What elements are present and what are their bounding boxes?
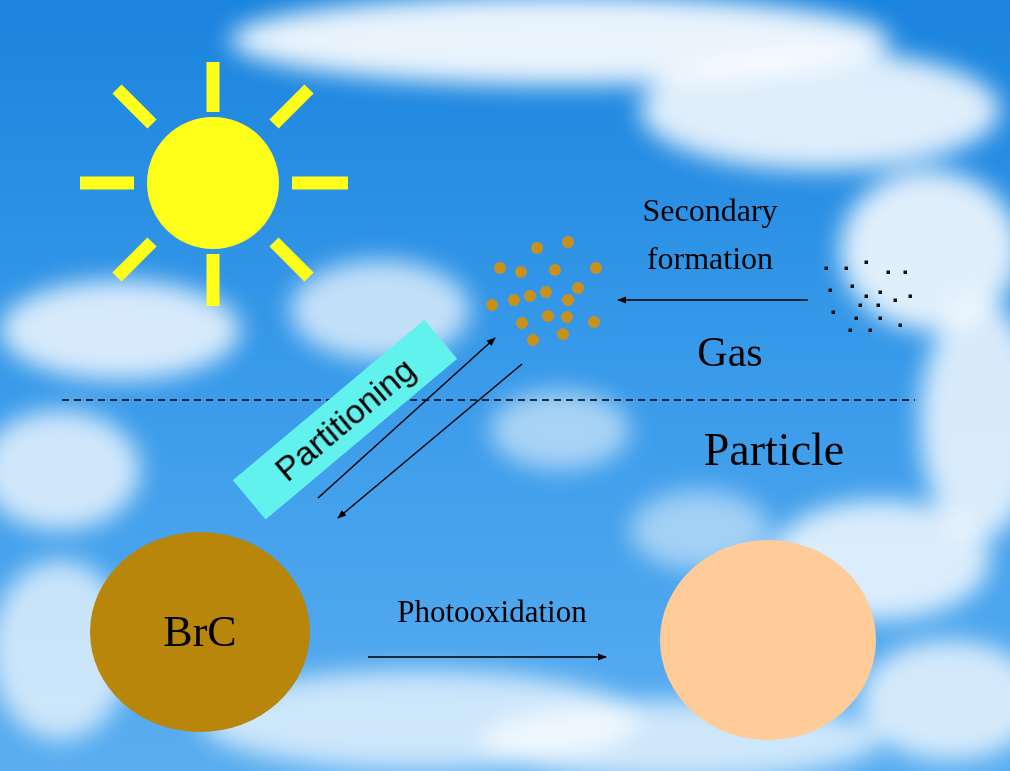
sun: [80, 62, 348, 306]
gas-particle-divider: [62, 399, 915, 401]
precursor-dot: [894, 299, 898, 303]
brc-gas-dot: [549, 264, 561, 276]
precursor-dot: [859, 304, 863, 308]
brc-gas-dot: [508, 294, 520, 306]
phase-label: Gas: [660, 328, 800, 376]
brc-gas-dot: [540, 286, 552, 298]
precursor-dot: [887, 271, 891, 275]
precursor-dot: [832, 311, 836, 315]
precursor-dot: [851, 285, 855, 289]
precursor-dot: [855, 317, 859, 321]
precursor-dot: [904, 271, 908, 275]
gas-precursor-dots: [825, 261, 913, 333]
precursor-dot: [877, 304, 881, 308]
brc-gas-dot: [588, 316, 600, 328]
precursor-dot: [879, 317, 883, 321]
precursor-dot: [845, 267, 849, 271]
precursor-dot: [899, 324, 903, 328]
formation-arrow: [618, 299, 808, 301]
phase-label: Particle: [654, 424, 894, 476]
brc-gas-dot: [516, 317, 528, 329]
precursor-dot: [909, 295, 913, 299]
brc-gas-dot: [557, 328, 569, 340]
brc-gas-dot: [590, 262, 602, 274]
brc-gas-dot: [524, 290, 536, 302]
process-label: Secondary formation: [605, 186, 815, 282]
brc-gas-dot: [572, 282, 584, 294]
brc-gas-dot: [561, 311, 573, 323]
node-text: BrC: [163, 607, 236, 658]
process-label: Photooxidation: [347, 592, 637, 632]
brc-gas-dot: [562, 294, 574, 306]
brc-gas-dot: [527, 334, 539, 346]
brc-gas-dot: [486, 299, 498, 311]
brc-gas-dot: [531, 242, 543, 254]
precursor-dot: [829, 289, 833, 293]
brc-particle: BrC: [90, 532, 310, 732]
precursor-dot: [865, 295, 869, 299]
photooxidation-arrow: [368, 656, 606, 658]
precursor-dot: [869, 329, 873, 333]
precursor-dot: [865, 261, 869, 265]
precursor-dot: [849, 329, 853, 333]
brc-gas-dot: [562, 236, 574, 248]
bleached-particle: [660, 540, 876, 740]
precursor-dot: [825, 267, 829, 271]
brc-gas-dot: [515, 266, 527, 278]
gas-brc-dots: [486, 236, 602, 346]
brc-gas-dot: [494, 262, 506, 274]
precursor-dot: [879, 291, 883, 295]
brc-gas-dot: [542, 310, 554, 322]
